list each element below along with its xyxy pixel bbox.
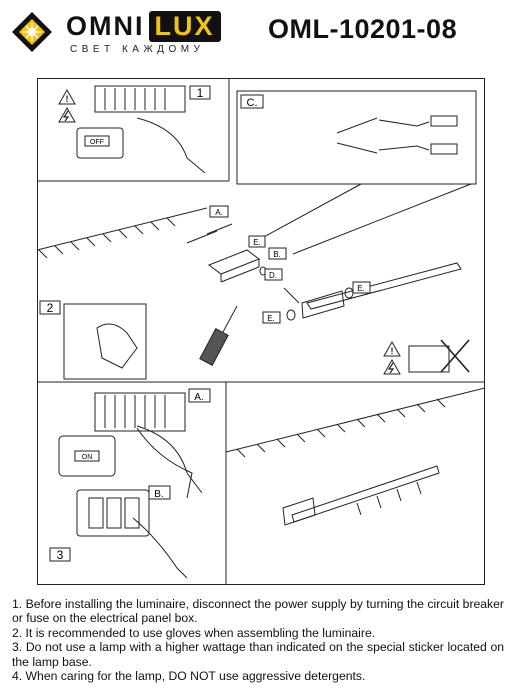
step-1-label: 1 [197,86,204,100]
part-label-b-text: B. [273,250,281,259]
step-2-label: 2 [47,301,54,315]
note-2: 2. It is recommended to use gloves when … [12,625,376,640]
part-label-e-3: E. [262,311,281,324]
svg-text:!: ! [66,94,69,104]
part-label-b: B. [268,247,287,260]
note-3: 3. Do not use a lamp with a higher watta… [12,640,504,669]
off-tag: OFF [84,135,110,147]
svg-text:!: ! [391,346,394,356]
section3-label-b: B. [148,485,171,500]
logo-diamond-icon [12,12,52,52]
no-disassembly-icon [408,339,470,373]
step-3-box: 3 [49,547,71,562]
hand-illustration [96,323,193,499]
section3-label-a: A. [188,388,211,403]
part-label-a-text: A. [215,208,223,217]
warning-icon: ! [58,88,76,105]
brand-tagline: СВЕТ КАЖДОМУ [70,44,205,55]
brand-lux: LUX [148,11,221,42]
step-2-box: 2 [39,300,61,315]
off-tag-text: OFF [90,139,104,146]
part-label-e-1: E. [248,235,266,248]
box-c-text: C. [247,97,258,109]
electric-hazard-icon [58,106,76,123]
model-number: OML-10201-08 [268,14,458,44]
note-4: 4. When caring for the lamp, DO NOT use … [12,669,366,684]
part-label-e-3-text: E. [267,314,275,323]
part-label-e-2-text: E. [357,284,365,293]
section3-label-a-text: A. [194,392,203,403]
instructions-notes: 1. Before installing the luminaire, disc… [12,597,504,683]
step-3-label: 3 [57,548,64,562]
note-1: 1. Before installing the luminaire, disc… [12,597,504,626]
on-tag-text: ON [82,454,93,461]
electric-hazard-icon-2 [383,358,401,375]
part-label-e-2: E. [352,281,371,294]
section3-label-b-text: B. [154,489,163,500]
installation-diagram: 1 2 3 C. A. E. B. D. E. E. A. [37,78,485,585]
part-label-d-text: D. [269,271,277,280]
part-label-e-1-text: E. [253,238,261,247]
on-tag: ON [74,450,100,462]
brand-omni: OMNI [66,11,145,41]
part-label-a: A. [209,205,229,218]
box-c-label: C. [240,94,264,109]
warning-icon-2: ! [383,340,401,357]
part-label-d: D. [264,268,283,281]
step-1-box: 1 [189,85,211,100]
